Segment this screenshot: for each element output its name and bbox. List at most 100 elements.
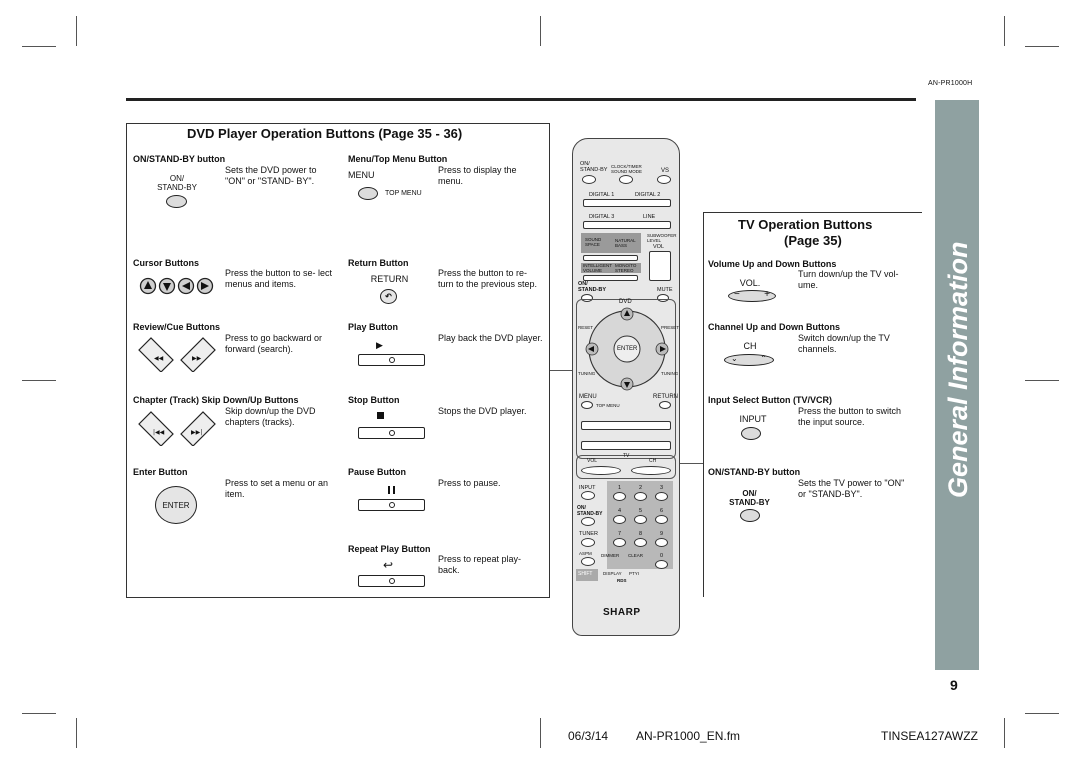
remote-mono-stereo-label: MONO/TO STEREO [615, 263, 637, 273]
crop-mark [76, 16, 77, 46]
tv-ch-heading: Channel Up and Down Buttons [708, 322, 840, 332]
remote-key-6-button [655, 515, 668, 524]
play-heading: Play Button [348, 322, 399, 332]
dvd-standby-caption: ON/ STAND-BY [157, 174, 197, 192]
stop-symbol-icon [377, 412, 384, 419]
remote-vs-label: VS [661, 168, 670, 174]
repeat-desc: Press to repeat play- back. [438, 554, 522, 575]
enter-desc: Press to set a menu or an item. [225, 478, 329, 499]
crop-mark [1025, 713, 1059, 714]
remote-key-9-label: 9 [660, 531, 664, 537]
remote-clock-timer-label: CLOCK/TIMER [611, 164, 642, 169]
remote-tuning-label: TUNING [578, 371, 596, 376]
remote-key-8-button [634, 538, 647, 547]
remote-enter-label: ENTER [617, 346, 638, 352]
remote-tv-label: TV [623, 453, 630, 459]
crop-mark [22, 713, 56, 714]
remote-natural-bass-label: NATURAL BASS [615, 238, 636, 248]
remote-tv-vol-buttons [581, 466, 621, 475]
remote-tv-section [576, 455, 676, 479]
remote-menu-label: MENU [579, 394, 597, 400]
footer-date: 06/3/14 [568, 729, 609, 743]
svg-text:◀◀: ◀◀ [154, 355, 164, 362]
crop-mark [1004, 16, 1005, 46]
tv-input-caption: INPUT [739, 414, 767, 424]
footer-file: AN-PR1000_EN.fm [636, 729, 741, 743]
tv-input-heading: Input Select Button (TV/VCR) [708, 395, 832, 405]
review-desc: Press to go backward or forward (search)… [225, 333, 323, 354]
remote-key-7-button [613, 538, 626, 547]
tv-vol-heading: Volume Up and Down Buttons [708, 259, 837, 269]
remote-dvd-power-button [581, 294, 593, 302]
repeat-symbol-icon: ↩ [383, 558, 394, 572]
cursor-heading: Cursor Buttons [133, 258, 199, 268]
remote-subwoofer-label: SUBWOOFER LEVEL [647, 233, 677, 243]
remote-intelligent-panel [581, 263, 641, 273]
crop-mark [540, 16, 541, 46]
remote-brand-logo: SHARP [603, 607, 641, 618]
remote-control-illustration: ON/ STAND-BY CLOCK/TIMER SOUND MODE VS D… [572, 138, 680, 636]
tv-ch-button-icon: ⌄⌃ [724, 354, 774, 366]
remote-input-button [581, 491, 595, 500]
svg-text:|◀◀: |◀◀ [153, 429, 165, 436]
tv-input-button-icon [741, 427, 761, 440]
tv-input-desc: Press the button to switch the input sou… [798, 406, 902, 427]
review-heading: Review/Cue Buttons [133, 322, 221, 332]
remote-key-2-label: 2 [639, 485, 643, 491]
return-button-icon: ↶ [380, 289, 397, 304]
tv-vol-caption: VOL. [739, 278, 761, 288]
chapter-heading: Chapter (Track) Skip Down/Up Buttons [133, 395, 299, 405]
remote-dvd-standby-label: ON/ STAND-BY [578, 281, 607, 293]
remote-clock-button [619, 175, 633, 184]
remote-menu-button [581, 401, 593, 409]
remote-dpad-icon [585, 307, 669, 396]
remote-digital3-label: DIGITAL 3 [589, 214, 615, 220]
cursor-buttons-icon [139, 277, 219, 300]
side-tab-label: General Information [943, 241, 973, 498]
side-section-tab [935, 100, 979, 670]
chapter-skip-buttons-icon: |◀◀ ▶▶| [137, 410, 217, 451]
remote-key-3-label: 3 [660, 485, 664, 491]
remote-line-label: LINE [643, 214, 656, 220]
return-caption: RETURN [370, 274, 409, 284]
remote-key-2-button [634, 492, 647, 501]
footer-code: TINSEA127AWZZ [881, 729, 978, 743]
remote-vs-button [657, 175, 671, 184]
review-cue-buttons-icon: ◀◀ ▶▶ [137, 336, 217, 377]
tv-box-title-line2: (Page 35) [784, 233, 842, 248]
tv-standby-button-icon [740, 509, 760, 522]
repeat-heading: Repeat Play Button [348, 544, 431, 554]
tv-ch-caption: CH [743, 341, 757, 351]
play-button-icon [358, 354, 425, 366]
tv-vol-desc: Turn down/up the TV vol- ume. [798, 269, 899, 290]
header-rule [126, 98, 916, 101]
remote-digital-row [583, 199, 671, 207]
pause-heading: Pause Button [348, 467, 407, 477]
remote-dimmer-label: DIMMER [601, 553, 620, 558]
doc-code: AN-PR1000H [928, 80, 973, 87]
pause-button-icon [358, 499, 425, 511]
remote-digital2-label: DIGITAL 2 [635, 192, 661, 198]
remote-tuner-label: TUNER [579, 531, 598, 537]
remote-intelligent-buttons [583, 275, 638, 281]
remote-tuning-right-label: TUNING [661, 371, 679, 376]
dvd-operation-box: DVD Player Operation Buttons (Page 35 - … [126, 123, 550, 598]
connector-line [550, 370, 573, 371]
remote-key-5-label: 5 [639, 508, 643, 514]
chapter-desc: Skip down/up the DVD chapters (tracks). [225, 406, 316, 427]
enter-button-icon: ENTER [155, 486, 197, 524]
svg-text:▶▶|: ▶▶| [191, 429, 202, 436]
remote-sound-mode-label: SOUND MODE [611, 169, 643, 174]
remote-on-standby-label: ON/ STAND-BY [580, 161, 608, 173]
dvd-box-title: DVD Player Operation Buttons (Page 35 - … [187, 126, 463, 141]
remote-key-5-button [634, 515, 647, 524]
repeat-button-icon [358, 575, 425, 587]
stop-button-icon [358, 427, 425, 439]
crop-mark [22, 380, 56, 381]
remote-mute-label: MUTE [657, 287, 673, 293]
remote-intelligent-volume-label: INTELLIGENT VOLUME [583, 263, 613, 273]
remote-rds-label: RDS [617, 578, 627, 583]
tv-standby-caption: ON/ STAND-BY [729, 489, 770, 507]
menu-desc: Press to display the menu. [438, 165, 517, 186]
remote-ptyi-label: PTYI [629, 571, 640, 576]
